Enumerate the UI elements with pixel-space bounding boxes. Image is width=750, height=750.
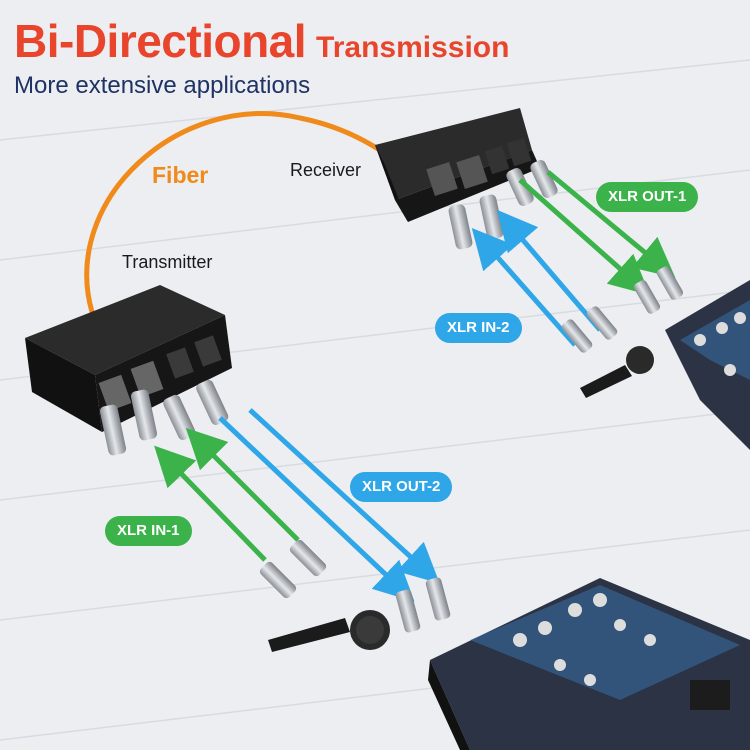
fiber-label: Fiber bbox=[152, 162, 209, 188]
transmitter-device bbox=[25, 285, 232, 432]
audio-mixer-bottom bbox=[428, 578, 750, 750]
xlr-in-2-badge: XLR IN-2 bbox=[435, 313, 522, 343]
xlr-in-1-badge: XLR IN-1 bbox=[105, 516, 192, 546]
green-signal-lines bbox=[154, 170, 676, 562]
fiber-cable bbox=[84, 111, 395, 315]
loose-xlr-plugs bbox=[259, 266, 684, 633]
transmitter-label: Transmitter bbox=[122, 252, 213, 272]
receiver-device bbox=[375, 108, 540, 222]
page-title: Bi-Directional Transmission bbox=[14, 14, 509, 68]
blue-signal-lines bbox=[218, 209, 602, 602]
microphone-left bbox=[268, 610, 390, 652]
title-main: Bi-Directional bbox=[14, 15, 307, 67]
audio-mixer-right bbox=[665, 280, 750, 450]
microphone-right bbox=[580, 346, 654, 398]
receiver-label: Receiver bbox=[290, 160, 362, 180]
page-subtitle: More extensive applications bbox=[14, 72, 311, 99]
title-secondary: Transmission bbox=[316, 31, 510, 64]
xlr-out-1-badge: XLR OUT-1 bbox=[596, 182, 699, 212]
xlr-out-2-badge: XLR OUT-2 bbox=[350, 472, 453, 502]
